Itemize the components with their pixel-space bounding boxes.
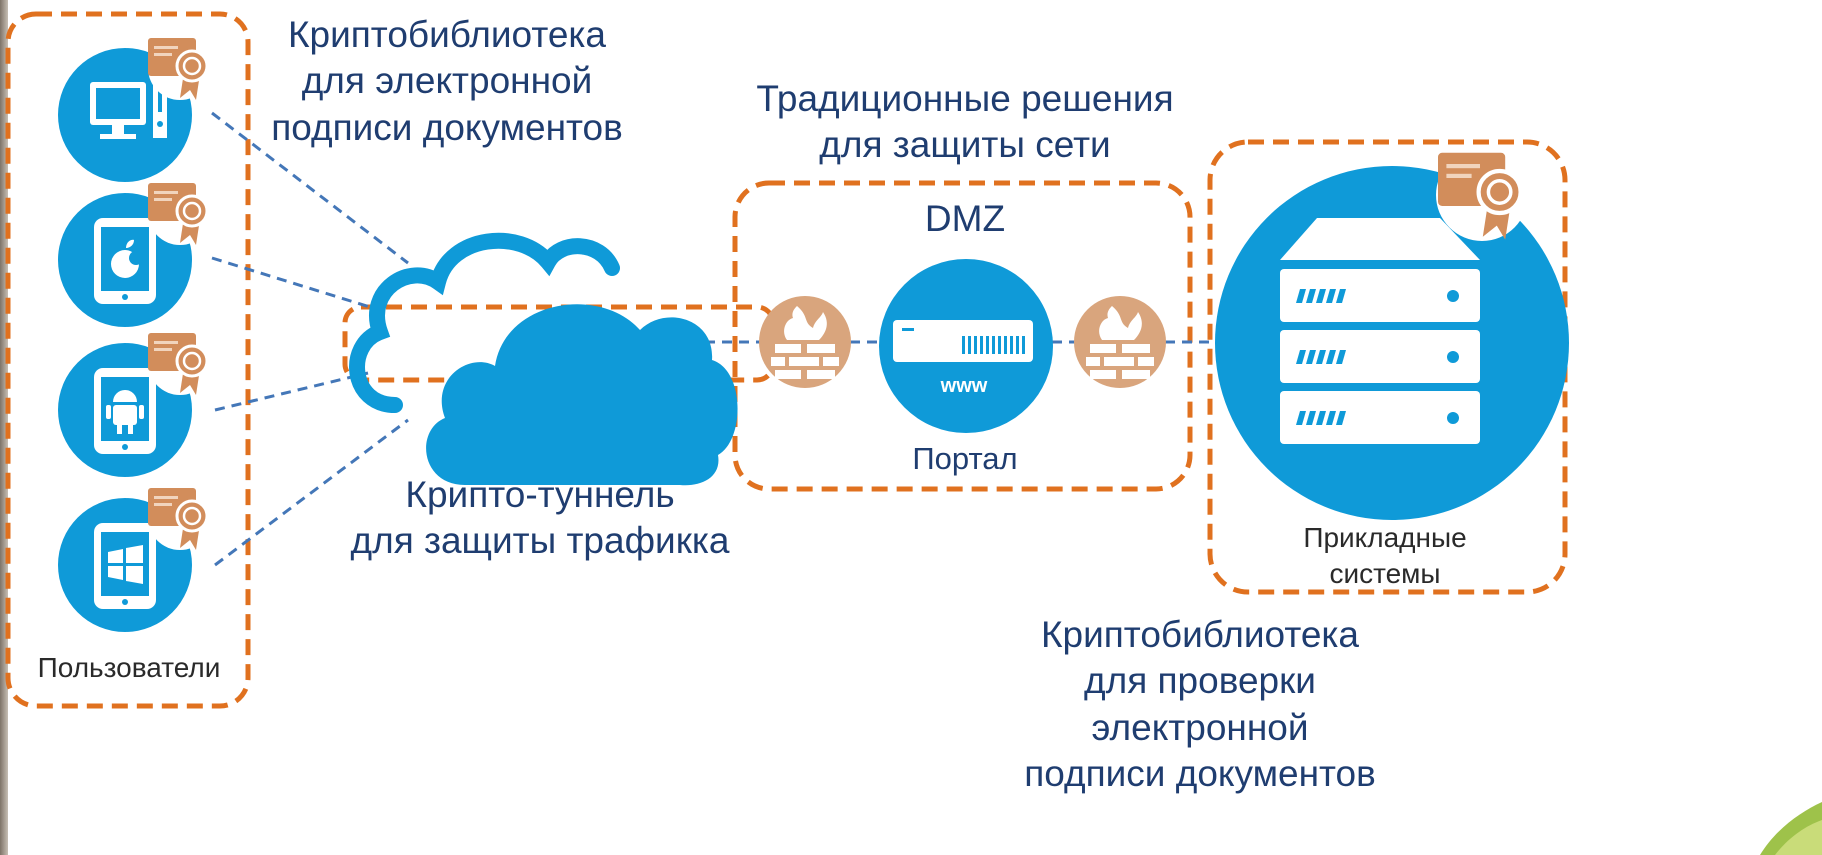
corner-decoration [1775, 820, 1822, 855]
traditional-solutions-label: Традиционные решения для защиты сети [756, 78, 1174, 166]
portal-server-icon: www [879, 259, 1053, 433]
dmz-label: DMZ [924, 198, 1006, 239]
cloud-outline-icon [349, 232, 620, 413]
applications-label: Прикладные системы [1303, 522, 1467, 589]
connector-windows [214, 418, 409, 567]
certificate-icon [146, 331, 212, 397]
connector-android [214, 371, 369, 412]
portal-label: Портал [912, 441, 1018, 476]
users-group-border [5, 11, 251, 709]
cloud-icon [426, 304, 738, 486]
left-edge-bar [0, 0, 8, 855]
portal-www-text: www [940, 375, 988, 397]
device-apple-tablet [58, 193, 192, 327]
users-label: Пользователи [37, 652, 221, 683]
connector-desktop [211, 111, 409, 265]
firewall-icon [1074, 296, 1166, 388]
dmz-group-border [732, 180, 1193, 492]
application-server-icon [1215, 166, 1569, 520]
certificate-icon [1436, 149, 1528, 241]
certificate-icon [146, 486, 212, 552]
certificate-icon [146, 36, 212, 102]
verify-crypto-library-label: Криптобиблиотека для проверки электронно… [1024, 614, 1376, 794]
crypto-tunnel-label: Крипто-туннель для защиты трафикка [350, 474, 730, 562]
certificate-icon [146, 181, 212, 247]
users-crypto-library-label: Криптобиблиотека для электронной подписи… [271, 14, 623, 148]
connector-apple [211, 256, 371, 309]
firewall-icon [759, 296, 851, 388]
